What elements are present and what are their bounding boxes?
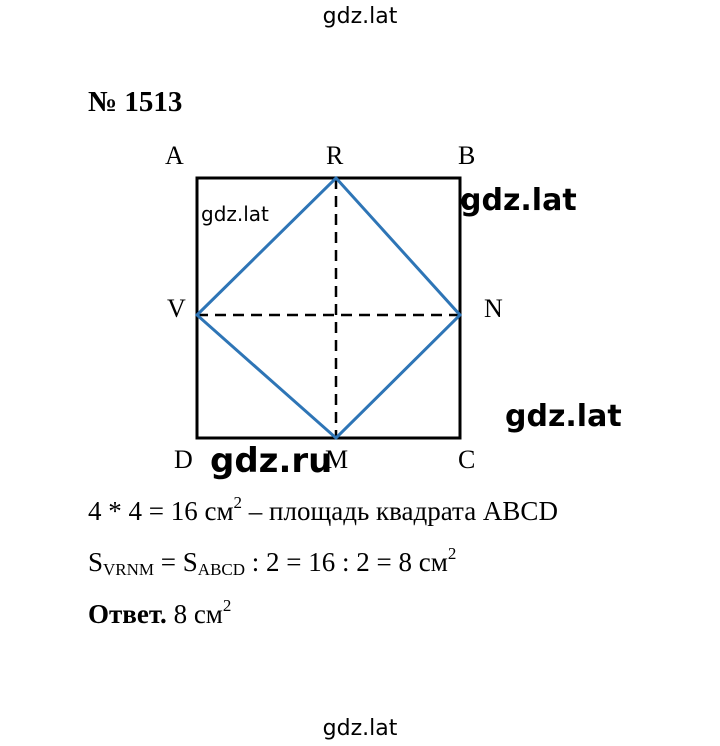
watermark-inner: gdz.lat [201, 202, 269, 226]
answer-exponent: 2 [222, 596, 232, 615]
answer-value: 8 см [166, 599, 223, 629]
result-exponent: 2 [447, 544, 457, 563]
watermark-bottom: gdz.lat [322, 716, 398, 741]
label-d: D [174, 445, 193, 474]
area-exponent: 2 [233, 493, 243, 512]
answer-line: Ответ. 8 см2 [88, 597, 231, 628]
s-subscript-vrnm: VRNM [103, 560, 155, 579]
label-a: A [165, 141, 184, 170]
area-expression: 4 * 4 = 16 см [88, 496, 234, 526]
label-n: N [484, 294, 503, 323]
solution-line-1: 4 * 4 = 16 см2 – площадь квадрата ABCD [88, 494, 558, 525]
square-abcd [195, 176, 462, 440]
s-subscript-abcd: ABCD [197, 560, 246, 579]
answer-label: Ответ. [88, 599, 167, 629]
rhombus-vrnm [194, 175, 463, 441]
label-b: B [458, 141, 476, 170]
equals-s: = S [154, 547, 198, 577]
watermark-right-1: gdz.lat [460, 183, 577, 218]
label-c: C [458, 445, 476, 474]
division-expression: : 2 = 16 : 2 = 8 см [245, 547, 448, 577]
watermark-top: gdz.lat [322, 4, 398, 29]
label-r: R [326, 141, 344, 170]
label-v: V [167, 294, 186, 323]
problem-number: № 1513 [88, 86, 183, 118]
solution-line-2: SVRNM = SABCD : 2 = 16 : 2 = 8 см2 [88, 545, 456, 578]
label-m: M [325, 445, 349, 474]
watermark-right-2: gdz.lat [505, 399, 622, 434]
s-symbol-1: S [88, 547, 104, 577]
area-description: – площадь квадрата ABCD [242, 496, 558, 526]
watermark-gdz-ru: gdz.ru [210, 441, 333, 481]
